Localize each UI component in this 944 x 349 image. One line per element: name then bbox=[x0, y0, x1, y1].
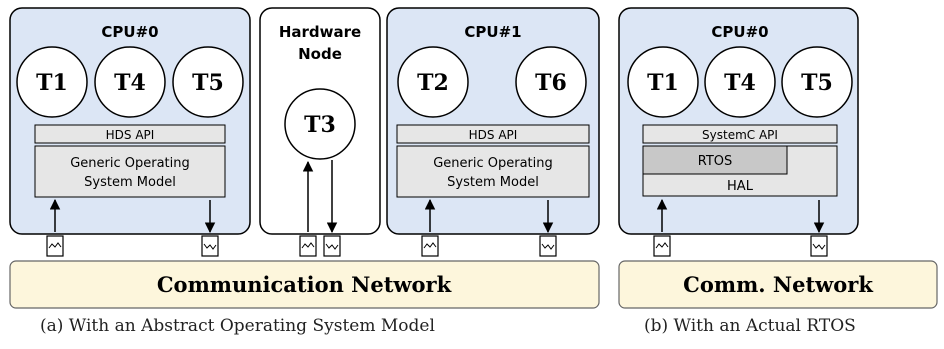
port-icon bbox=[810, 235, 828, 257]
port-icon bbox=[653, 235, 671, 257]
rtos-label: RTOS bbox=[698, 154, 733, 169]
cpu1-title-a: CPU#1 bbox=[464, 23, 521, 41]
task-label: T1 bbox=[36, 70, 68, 96]
hardware-node-title: Node bbox=[298, 45, 342, 63]
task-circle bbox=[397, 46, 469, 118]
os-model-label: System Model bbox=[447, 175, 539, 190]
task-label: T6 bbox=[535, 70, 567, 96]
task-circle bbox=[704, 46, 776, 118]
api-layer bbox=[642, 124, 838, 144]
task-label: T5 bbox=[192, 70, 224, 96]
port-icon bbox=[421, 235, 439, 257]
api-layer bbox=[34, 124, 226, 144]
task-circle bbox=[781, 46, 853, 118]
network-label-b: Comm. Network bbox=[683, 272, 873, 297]
rtos-layer bbox=[642, 145, 788, 175]
network-label-a: Communication Network bbox=[157, 272, 452, 297]
api-layer bbox=[396, 124, 590, 144]
hal-label: HAL bbox=[727, 179, 754, 194]
cpu0-title-b: CPU#0 bbox=[711, 23, 768, 41]
port-icon bbox=[201, 235, 219, 257]
task-circle bbox=[94, 46, 166, 118]
task-label: T4 bbox=[114, 70, 146, 96]
task-label: T5 bbox=[801, 70, 833, 96]
cpu0-title-a: CPU#0 bbox=[101, 23, 158, 41]
os-model-label: Generic Operating bbox=[433, 156, 553, 171]
api-label: HDS API bbox=[106, 128, 155, 142]
task-circle bbox=[515, 46, 587, 118]
cpu0-node-b: CPU#0 T1 T4 T5 SystemC API RTOS HAL bbox=[618, 7, 859, 257]
diagram: Communication Network CPU#0 T1 T4 T5 HDS… bbox=[9, 7, 938, 309]
os-model-label: Generic Operating bbox=[70, 156, 190, 171]
hardware-node-title: Hardware bbox=[279, 23, 361, 41]
network-bar-a bbox=[9, 260, 600, 309]
cpu1-node-a: CPU#1 T2 T6 HDS API Generic Operating Sy… bbox=[386, 7, 600, 257]
port-icon bbox=[539, 235, 557, 257]
port-icon bbox=[46, 235, 64, 257]
hardware-node-a: Hardware Node T3 bbox=[259, 7, 381, 257]
cpu0-node-a: CPU#0 T1 T4 T5 HDS API Generic Operating… bbox=[9, 7, 251, 257]
task-circle bbox=[627, 46, 699, 118]
os-model-layer bbox=[34, 145, 226, 198]
task-label: T3 bbox=[304, 112, 336, 138]
caption-b: (b) With an Actual RTOS bbox=[644, 316, 856, 336]
task-label: T1 bbox=[647, 70, 679, 96]
task-circle bbox=[16, 46, 88, 118]
os-model-label: System Model bbox=[84, 175, 176, 190]
task-label: T2 bbox=[417, 70, 449, 96]
port-icon bbox=[323, 235, 341, 257]
os-model-layer bbox=[396, 145, 590, 198]
api-label: SystemC API bbox=[702, 128, 778, 142]
api-label: HDS API bbox=[469, 128, 518, 142]
task-circle bbox=[172, 46, 244, 118]
task-circle bbox=[284, 88, 356, 160]
port-icon bbox=[299, 235, 317, 257]
task-label: T4 bbox=[724, 70, 756, 96]
caption-a: (a) With an Abstract Operating System Mo… bbox=[40, 316, 435, 336]
network-bar-b bbox=[618, 260, 938, 309]
